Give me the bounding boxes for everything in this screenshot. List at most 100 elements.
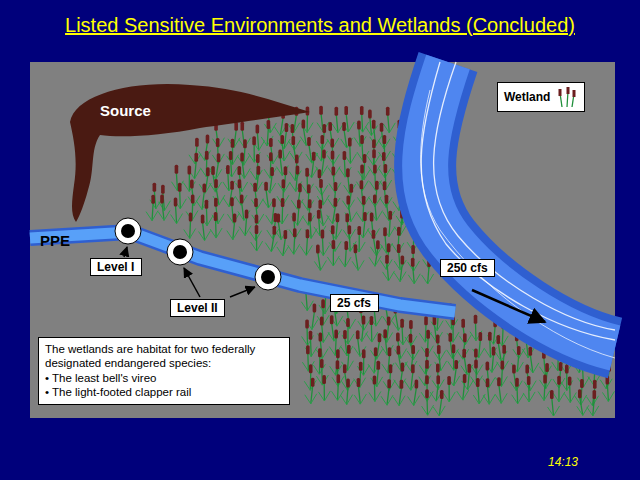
cattail [495, 335, 507, 361]
creek-core [30, 232, 455, 312]
cattail [210, 166, 222, 192]
river-streak [434, 62, 615, 330]
cattail [227, 139, 239, 165]
creek [30, 232, 455, 312]
cattail [392, 227, 404, 253]
cattail [383, 211, 395, 237]
level-box: Level II [170, 299, 225, 317]
cattail [328, 182, 340, 208]
cattail [264, 167, 276, 193]
cattail [371, 361, 383, 387]
cattail [278, 123, 290, 149]
river-streak [421, 62, 615, 340]
cattail [330, 349, 342, 375]
cattail [422, 389, 434, 415]
cattail [210, 153, 222, 179]
cattail [602, 375, 614, 401]
cattail [212, 138, 224, 164]
cattail [344, 138, 356, 164]
cattail [419, 316, 431, 342]
cattail [302, 345, 314, 371]
cattail [497, 345, 509, 371]
cattail [561, 364, 573, 390]
cattail [212, 198, 224, 224]
cattail [302, 199, 314, 225]
cattail [228, 122, 240, 148]
leader-arrow [230, 287, 255, 297]
cattail [354, 378, 366, 404]
cattail [183, 166, 195, 192]
box-label: Level I [97, 260, 135, 274]
cattail [239, 210, 251, 236]
cattail [276, 198, 288, 224]
cattail [483, 378, 495, 404]
cattail [380, 164, 392, 190]
cattail [371, 195, 383, 221]
cattail [305, 212, 317, 238]
cattail [329, 225, 341, 251]
cattail [383, 255, 395, 281]
source-label: Source [98, 100, 153, 121]
cattail [290, 166, 302, 192]
cattail [238, 194, 250, 220]
cattail [300, 119, 312, 145]
cattail [408, 380, 420, 406]
cattail [462, 364, 474, 390]
cattail [577, 389, 589, 415]
cattail [318, 375, 330, 401]
cattail [357, 212, 369, 238]
cattail [252, 198, 264, 224]
cattail [394, 256, 406, 282]
cattail [306, 137, 318, 163]
cattail-icon [556, 85, 578, 109]
cattail [408, 245, 420, 271]
cattail [473, 378, 485, 404]
cattail [278, 166, 290, 192]
cattail [381, 329, 393, 355]
flow-box: 250 cfs [440, 259, 495, 277]
cattail [421, 375, 433, 401]
leader-arrow [124, 247, 127, 257]
cattail [250, 166, 262, 192]
cattail [317, 299, 329, 325]
cattail [356, 315, 368, 341]
cattail [250, 154, 262, 180]
cattail [235, 179, 247, 205]
cattail [327, 198, 339, 224]
cattail [366, 316, 378, 342]
cattail [357, 196, 369, 222]
cattail [327, 122, 339, 148]
cattail [289, 155, 301, 181]
cattail [199, 167, 211, 193]
cattail [158, 185, 170, 211]
box-label: 250 cfs [447, 261, 488, 275]
cattail [315, 135, 327, 161]
cattail [341, 330, 353, 356]
cattail [405, 345, 417, 371]
cattail [383, 195, 395, 221]
cattail [380, 181, 392, 207]
cattail [394, 363, 406, 389]
cattail [227, 197, 239, 223]
cattail [354, 362, 366, 388]
cattail [341, 379, 353, 405]
cattail [495, 360, 507, 386]
cattail [342, 318, 354, 344]
cattail [495, 377, 507, 403]
cattail [395, 346, 407, 372]
cattail [369, 240, 381, 266]
cattail [471, 349, 483, 375]
cattail [381, 379, 393, 405]
cattail [267, 138, 279, 164]
cattail [393, 380, 405, 406]
cattail [365, 110, 377, 136]
cattail [457, 333, 469, 359]
sample-point [115, 218, 141, 244]
cattail [196, 183, 208, 209]
cattail [354, 120, 366, 146]
cattail [276, 150, 288, 176]
cattail [200, 151, 212, 177]
cattail [327, 138, 339, 164]
cattail [485, 332, 497, 358]
cattail [587, 380, 599, 406]
